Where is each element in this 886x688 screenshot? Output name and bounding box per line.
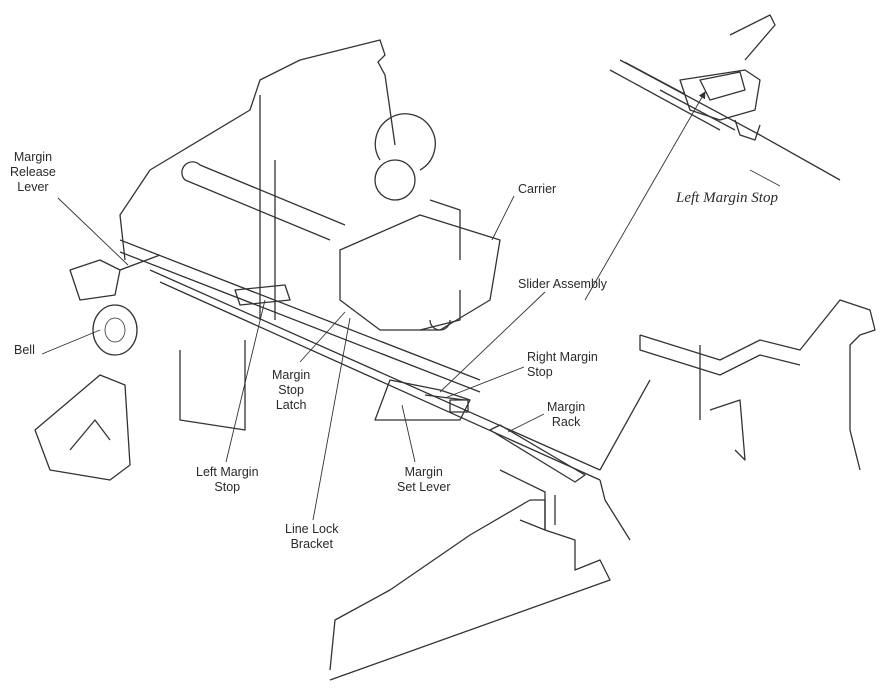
right-margin-stop-part: [374, 379, 471, 421]
inset-rail: [609, 59, 841, 181]
margin-release-lever: [69, 254, 161, 301]
bottom-plate: [329, 499, 611, 681]
right-side-frame: [599, 299, 876, 541]
inset-left-margin-stop: [679, 14, 776, 141]
left-lower-bracket: [34, 374, 131, 481]
label-slider-assembly: Slider Assembly: [518, 277, 607, 291]
carrier-rail: [119, 239, 601, 481]
label-line-lock-bracket: Line Lock Bracket: [285, 522, 339, 551]
label-carrier: Carrier: [518, 182, 557, 196]
label-margin-rack: Margin Rack: [547, 400, 586, 429]
bell: [92, 304, 138, 356]
left-margin-stop-part: [234, 284, 291, 306]
label-margin-set-lever: Margin Set Lever: [397, 465, 451, 494]
inset-title: Left Margin Stop: [676, 190, 778, 206]
label-right-margin-stop: Right Margin Stop: [527, 350, 598, 379]
inset-pointer-arrow: [584, 91, 706, 301]
label-margin-stop-latch: Margin Stop Latch: [272, 368, 311, 412]
carrier: [339, 113, 501, 331]
label-bell: Bell: [14, 343, 35, 357]
left-side-frame: [119, 39, 396, 320]
label-margin-release-lever: Margin Release Lever: [10, 150, 56, 194]
label-left-margin-stop: Left Margin Stop: [196, 465, 259, 494]
platen: [181, 161, 346, 241]
margin-rack: [489, 424, 586, 531]
